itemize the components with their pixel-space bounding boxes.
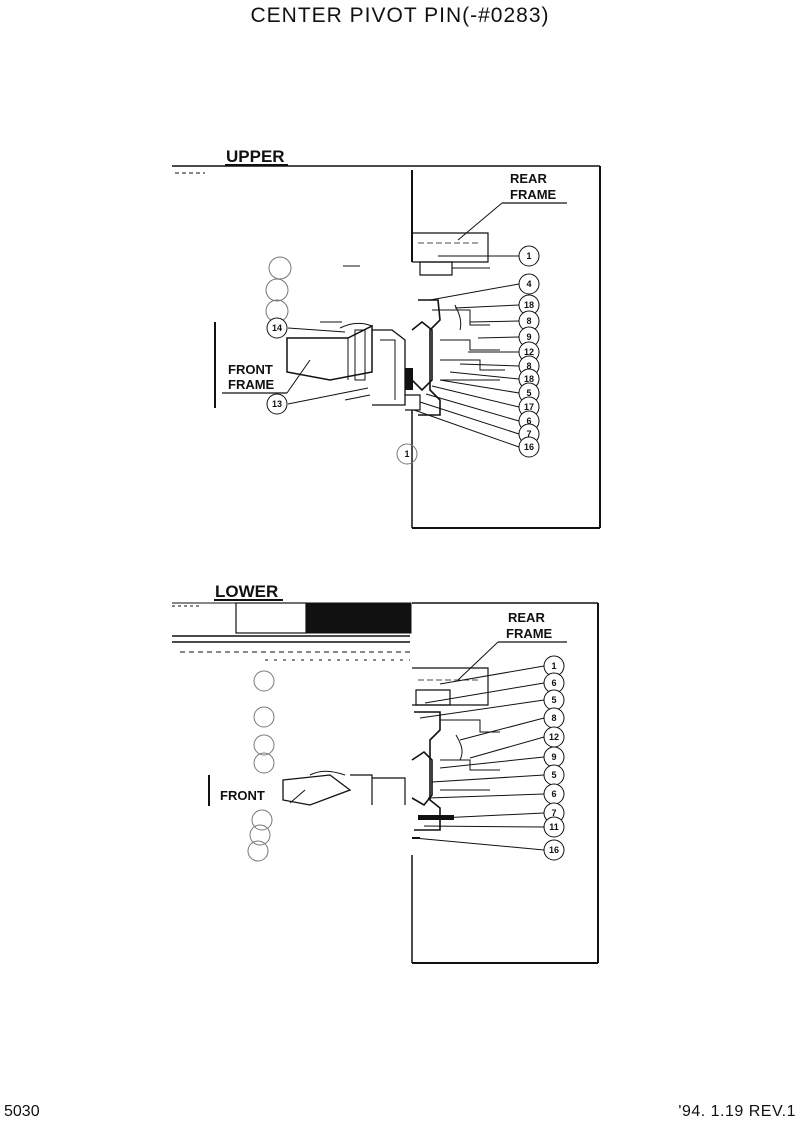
upper-callouts-right: 1 4 18 8 9 12 8 18 5 17 6 7 16 [413, 245, 540, 458]
lower-callout-1: 1 [551, 661, 556, 671]
upper-view: UPPER REAR FRAME [172, 147, 601, 529]
upper-callout-12: 12 [524, 347, 534, 357]
upper-callout-bottom: 1 [404, 449, 409, 459]
page-title: CENTER PIVOT PIN(-#0283) [250, 4, 550, 27]
lower-leader-line [469, 736, 545, 759]
upper-leader-line [439, 379, 520, 394]
page-number: 5030 [4, 1103, 40, 1120]
upper-callout-1: 1 [526, 251, 531, 261]
upper-leader-line [419, 401, 520, 435]
upper-callout-6: 6 [526, 416, 531, 426]
lower-leader-line [419, 699, 545, 719]
upper-leader-line [449, 371, 520, 380]
upper-rear-frame-label-1: REAR [510, 171, 547, 186]
upper-callout-16: 16 [524, 442, 534, 452]
upper-callout-circle [518, 273, 540, 295]
upper-callout-8: 8 [526, 316, 531, 326]
lower-leader-line [423, 825, 545, 828]
lower-view: LOWER REAR FRAME [172, 582, 599, 964]
revision-date: '94. 1.19 REV.1 [678, 1103, 796, 1120]
upper-callout-circle [518, 245, 540, 267]
upper-leader-line [459, 363, 520, 367]
lower-callout-11: 11 [549, 822, 559, 832]
lower-callout-6: 6 [551, 678, 556, 688]
lower-rear-frame-label-2: FRAME [506, 626, 553, 641]
lower-callout-8: 8 [551, 713, 556, 723]
upper-callout-18: 18 [524, 300, 534, 310]
lower-leader-line [439, 812, 545, 819]
upper-leader-line [413, 409, 520, 448]
upper-callout-4: 4 [526, 279, 531, 289]
upper-leader-line [429, 283, 520, 301]
upper-front-frame-label-1: FRONT [228, 362, 273, 377]
lower-callout-circle [543, 839, 565, 861]
lower-rear-frame-label-1: REAR [508, 610, 545, 625]
lower-front-frame-label-1: FRONT [220, 788, 265, 803]
lower-callout-12: 12 [549, 732, 559, 742]
lower-callout-9: 9 [551, 752, 556, 762]
lower-leader-line [424, 682, 545, 704]
upper-callout-14: 14 [272, 323, 282, 333]
lower-callout-5: 5 [551, 695, 556, 705]
upper-leader-line [477, 336, 520, 339]
upper-front-frame-label-2: FRAME [228, 377, 275, 392]
upper-callout-5: 5 [526, 388, 531, 398]
upper-callout-8: 8 [526, 361, 531, 371]
lower-leader-line [459, 717, 545, 741]
upper-heading: UPPER [226, 147, 285, 166]
lower-callout-6: 6 [551, 789, 556, 799]
upper-callout-7: 7 [526, 429, 531, 439]
lower-callout-circle [543, 816, 565, 838]
upper-rear-frame-label-2: FRAME [510, 187, 557, 202]
lower-callout-7: 7 [551, 808, 556, 818]
upper-callout-18: 18 [524, 374, 534, 384]
upper-callout-9: 9 [526, 332, 531, 342]
upper-leader-line [431, 385, 520, 408]
lower-heading: LOWER [215, 582, 278, 601]
lower-callout-5: 5 [551, 770, 556, 780]
lower-leader-line [439, 756, 545, 769]
lower-leader-line [431, 774, 545, 783]
lower-leader-line [439, 665, 545, 685]
upper-callout-17: 17 [524, 402, 534, 412]
upper-leader-line [425, 393, 520, 422]
upper-callouts-left: 14 13 1 [266, 317, 410, 459]
upper-leader-line [454, 304, 520, 309]
lower-callout-16: 16 [549, 845, 559, 855]
upper-callout-circle [518, 436, 540, 458]
lower-leader-line [427, 793, 545, 799]
upper-leader-line [469, 320, 520, 323]
lower-leader-line [413, 837, 545, 851]
upper-callout-13: 13 [272, 399, 282, 409]
